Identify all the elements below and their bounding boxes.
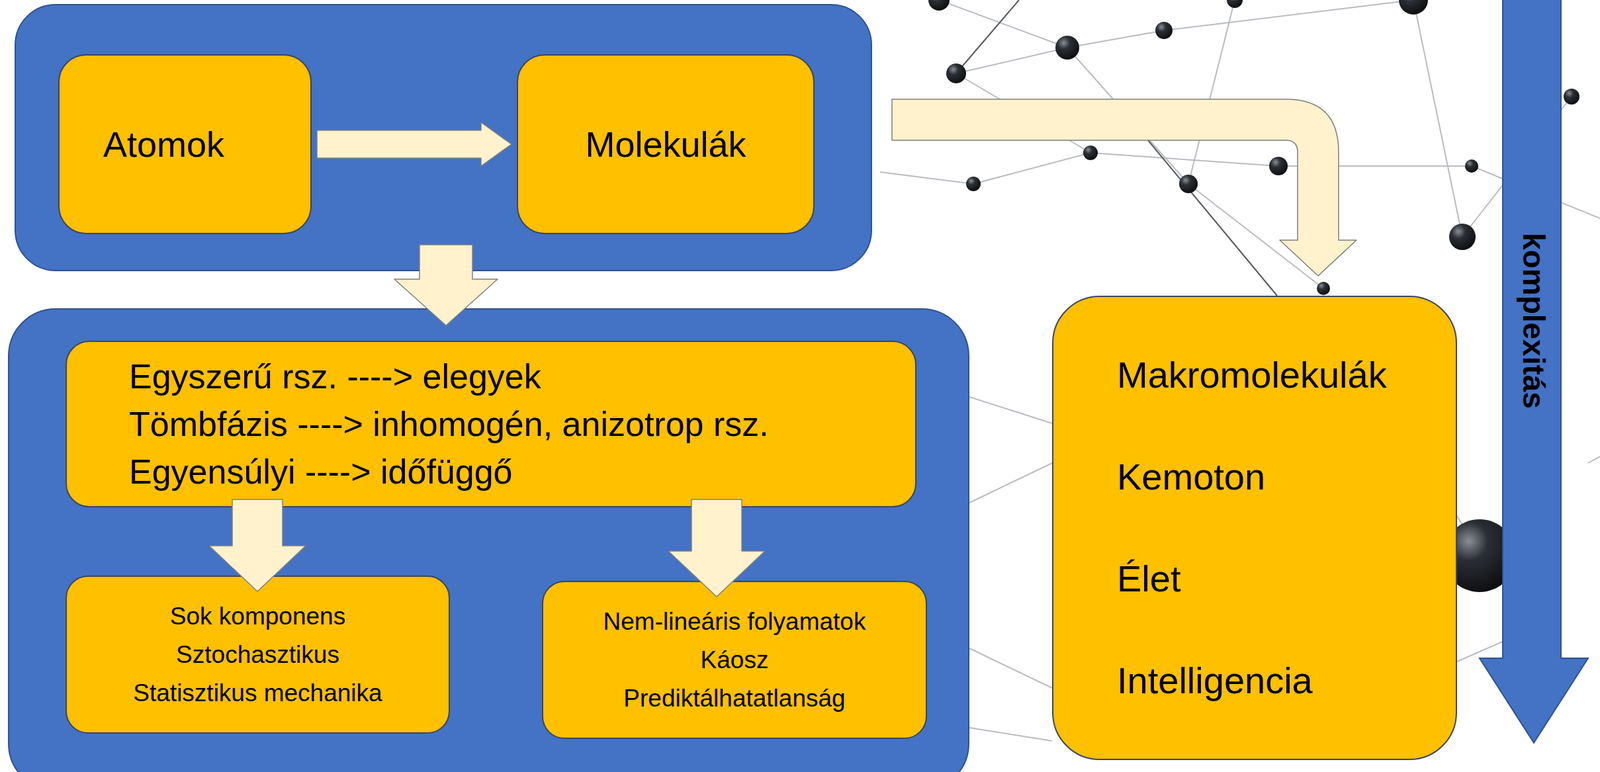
network-line bbox=[956, 0, 1020, 74]
node-text: Makromolekulák bbox=[1116, 356, 1387, 394]
network-line bbox=[1124, 112, 1278, 296]
node-text: Prediktálhatatlanság bbox=[623, 679, 845, 718]
node-text: Egyensúlyi ----> időfüggő bbox=[129, 447, 513, 496]
node-text: Élet bbox=[1116, 560, 1182, 598]
node-text: Intelligencia bbox=[1116, 662, 1313, 700]
node-text: Egyszerű rsz. ----> elegyek bbox=[129, 352, 542, 401]
node-text: Sok komponens bbox=[170, 597, 346, 636]
node-text: Kemoton bbox=[1116, 458, 1266, 496]
node-text: Atomok bbox=[103, 123, 225, 165]
node-text: Molekulák bbox=[584, 123, 746, 165]
group-panel: Egyszerű rsz. ----> elegyekTömbfázis ---… bbox=[7, 308, 970, 772]
node-text: Tömbfázis ----> inhomogén, anizotrop rsz… bbox=[129, 400, 769, 448]
process-box: MakromolekulákKemotonÉletIntelligencia bbox=[1052, 295, 1458, 761]
process-box: Nem-lineáris folyamatokKáoszPrediktálhat… bbox=[541, 580, 928, 740]
node-text: Nem-lineáris folyamatok bbox=[603, 602, 867, 642]
node-text: Statisztikus mechanika bbox=[133, 674, 382, 713]
node-text: Sztochasztikus bbox=[176, 635, 340, 675]
process-box: Molekulák bbox=[516, 54, 815, 235]
group-panel: Atomok Molekulák bbox=[14, 3, 873, 272]
process-box: Sok komponensSztochasztikusStatisztikus … bbox=[65, 575, 450, 734]
process-box: Atomok bbox=[58, 54, 312, 235]
axis-label: komplexitás bbox=[1515, 232, 1552, 409]
process-box: Egyszerű rsz. ----> elegyekTömbfázis ---… bbox=[65, 340, 917, 508]
node-text: Káosz bbox=[700, 641, 769, 680]
complexity-arrow-shape bbox=[1479, 0, 1589, 744]
block-arrow bbox=[891, 99, 1357, 276]
